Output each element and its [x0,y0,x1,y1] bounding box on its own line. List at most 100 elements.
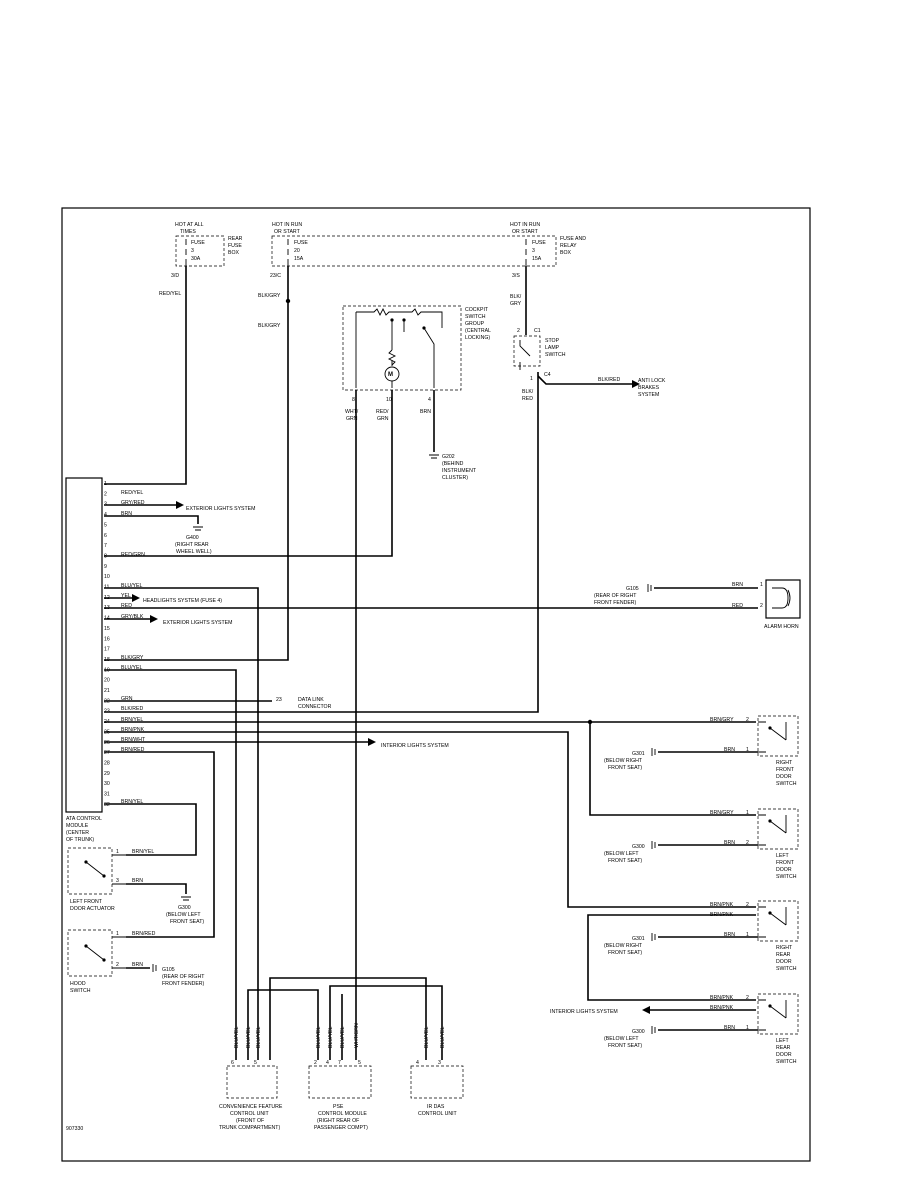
rear-fuse-box-3: BOX [228,250,239,256]
pse-pin-4: 4 [326,1060,329,1066]
fuse-pin-23c: 23/C [270,273,281,279]
module-pin: 4 [104,512,107,518]
irdas-pin-4: 4 [416,1060,419,1066]
door-switch-wire-top: BRN/PNK [710,902,734,908]
ground-icon [651,1026,656,1034]
module-pin: 17 [104,647,110,653]
door-switch-dot [768,1004,772,1008]
alarm-horn-box [765,579,801,619]
door-switch-ground-1: G301 [632,936,645,942]
wire-wht-grn-2: GRN [346,416,358,422]
module-label-1: ATA CONTROL [66,816,102,822]
irdas-wire-2: BLU/YEL [440,1027,446,1048]
stop-lamp-contact [519,340,531,370]
hot-at-all-line1: HOT AT ALL [175,222,204,228]
pse-label-1: PSE [333,1104,344,1110]
door-switch-dot [768,819,772,823]
wire-brn-cockpit: BRN [420,409,431,415]
hood-wire1: BRN/RED [132,931,156,937]
interior-arrow-1 [368,738,376,746]
g400-3: WHEEL WELL) [176,549,212,555]
cockpit-internal-wiring [355,307,443,388]
horn-label: ALARM HORN [764,624,799,630]
conv-pin-5: 5 [254,1060,257,1066]
ext-lights-arrow-1 [176,501,184,509]
wire-blk-red-b: BLK/RED [598,377,620,383]
door-switch-contact [758,999,787,1031]
mw-p25: BRN/PNK [121,727,145,733]
g300-act-2: (BELOW LEFT [166,912,201,918]
door-switch-contact [758,721,787,753]
hood-pin1: 1 [116,931,119,937]
g202-2: (BEHIND [442,461,464,467]
door-switch-ground-1: G300 [632,1029,645,1035]
ground-g105-hood-icon [152,964,157,972]
door-switch-wire-top: BRN/PNK [710,995,734,1001]
mw-p32: BRN/YEL [121,799,143,805]
pse-label-4: PASSENGER COMPT) [314,1125,368,1131]
wire-blk-gry-label-b: BLK/GRY [258,323,281,329]
module-pin: 8 [104,553,107,559]
bus-outer [269,977,427,1060]
door-switch-wire-gnd: BRN [724,932,735,938]
mw-p19: BLU/YEL [121,665,142,671]
bus-conv-pse [247,989,319,1060]
g202-3: INSTRUMENT [442,468,477,474]
module-pin: 29 [104,771,110,777]
dlc-label-1: DATA LINK [298,697,324,703]
module-label-3: (CENTER [66,830,89,836]
wire-blu-yel-11 [104,587,259,1060]
door-switch-outline [757,993,799,1035]
wire-brn-pnk-loop [587,914,756,1001]
cockpit-m-label: M [388,372,393,378]
door-switch-ground-3: FRONT SEAT) [608,765,642,771]
pse-wire-1: BLU/YEL [316,1027,322,1048]
hood-dot-1 [84,944,88,948]
wire-red-grn [104,390,393,557]
module-pin: 2 [104,491,107,497]
mw-p11: BLU/YEL [121,583,142,589]
door-switch-wire-top: BRN/GRY [710,717,734,723]
cockpit-switch-arm [423,327,435,388]
actuator-wire2: BRN [132,878,143,884]
door-switch-label: RIGHT [776,945,793,951]
wire-to-abs [537,375,632,385]
module-pin: 7 [104,543,107,549]
figure-id: 907330 [66,1126,83,1132]
mw-p8: RED/GRN [121,552,145,558]
door-switch-label: SWITCH [776,874,797,880]
module-pin: 10 [104,574,110,580]
module-pin: 1 [104,481,107,487]
mw-p13: RED [121,603,132,609]
door-switch-label: DOOR [776,774,792,780]
actuator-pin3: 3 [116,878,119,884]
actuator-label-1: LEFT FRONT [70,899,103,905]
door-switch-dot [768,726,772,730]
door-switch-label: DOOR [776,959,792,965]
g202-4: CLUSTER) [442,475,468,481]
pse-wire-3: BLU/YEL [340,1027,346,1048]
stop-label-2: LAMP [545,345,560,351]
door-switch-ground-2: (BELOW RIGHT [604,758,643,764]
g105-hood-3: FRONT FENDER) [162,981,205,987]
fuse1-label: FUSE [191,240,205,246]
fuse-relay-box-2: RELAY [560,243,577,249]
wire-blk-red-1: BLK/ [522,389,534,395]
mw-p12: YEL [121,593,131,599]
cockpit-label-1: COCKPIT [465,307,489,313]
actuator-wire1: BRN/YEL [132,849,154,855]
conv-pin-6: 6 [231,1060,234,1066]
door-switch-contact [758,814,787,846]
door-switch-pin-top: 2 [746,902,749,908]
door-switch-ground-3: FRONT SEAT) [608,858,642,864]
module-pin: 27 [104,750,110,756]
module-pin: 30 [104,781,110,787]
ext-lights-1: EXTERIOR LIGHTS SYSTEM [186,506,255,512]
door-switch-pin-gnd: 1 [746,747,749,753]
door-switch-wire-gnd: BRN [724,747,735,753]
module-pin: 28 [104,760,110,766]
hood-contact [85,936,126,969]
fuse1-amp: 30A [191,256,201,262]
rear-fuse-box-outline [175,235,225,267]
